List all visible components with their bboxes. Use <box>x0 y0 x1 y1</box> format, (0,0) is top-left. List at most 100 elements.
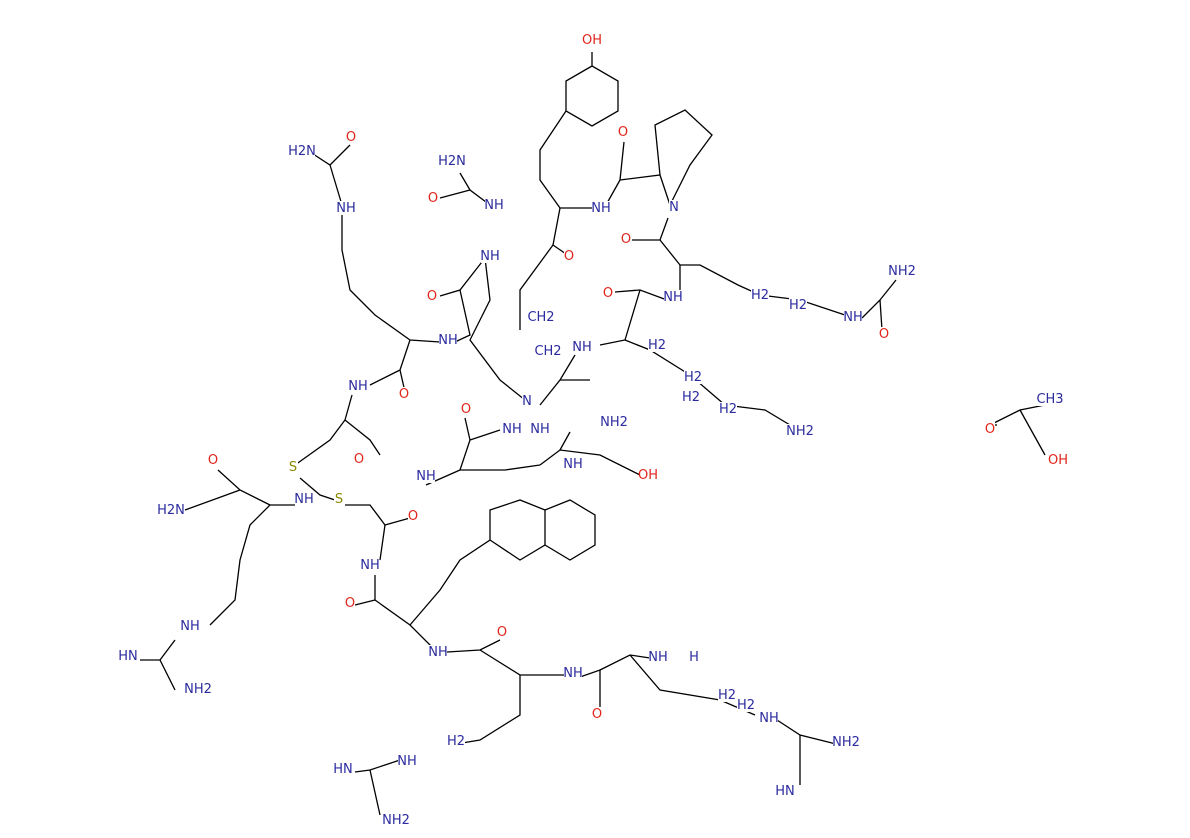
bond <box>654 109 713 206</box>
label-background <box>583 33 601 47</box>
label-background <box>399 387 409 401</box>
label-background <box>429 645 447 659</box>
label-background <box>833 735 859 749</box>
label-background <box>481 249 499 263</box>
atom-label: H2 <box>682 390 700 405</box>
bond <box>299 477 336 501</box>
label-background <box>535 344 561 358</box>
bond <box>776 719 841 746</box>
bond <box>565 52 619 127</box>
label-background <box>664 290 682 304</box>
bond <box>861 279 897 319</box>
atom-label: HN <box>333 762 353 777</box>
bond <box>345 504 411 526</box>
atom-label: H2 <box>751 288 769 303</box>
atom-label: NH <box>572 340 592 355</box>
bond <box>605 141 625 206</box>
label-background <box>428 191 438 205</box>
label-background <box>337 201 355 215</box>
bond <box>659 239 846 316</box>
atom-label: H2 <box>737 698 755 713</box>
label-background <box>119 649 137 663</box>
atom-label: NH <box>759 711 779 726</box>
label-background <box>889 264 915 278</box>
label-background <box>682 390 700 404</box>
label-background <box>334 492 344 506</box>
atom-label: NH <box>663 290 683 305</box>
bond <box>140 639 176 661</box>
atom-label: H2N <box>438 154 466 169</box>
atom-label: NH <box>336 201 356 216</box>
bond <box>159 659 176 691</box>
label-background <box>603 286 613 300</box>
bond <box>552 207 567 255</box>
atom-label: O <box>985 422 995 437</box>
atom-label: NH <box>438 333 458 348</box>
atom-label: H2 <box>447 734 465 749</box>
bond <box>344 419 381 456</box>
bond <box>544 499 596 561</box>
atom-label: O <box>346 130 356 145</box>
atom-label: NH <box>591 201 611 216</box>
atom-label: NH <box>428 645 448 660</box>
bond <box>439 257 486 297</box>
label-background <box>776 784 794 798</box>
label-background <box>417 469 435 483</box>
atom-label: NH2 <box>600 415 628 430</box>
label-background <box>684 370 702 384</box>
label-background <box>334 762 352 776</box>
bond <box>329 164 343 206</box>
label-background <box>751 288 769 302</box>
label-background <box>718 688 736 702</box>
atom-label: S <box>289 460 297 475</box>
atom-label: H2 <box>719 402 737 417</box>
bond <box>464 417 471 441</box>
label-background <box>737 698 755 712</box>
atom-label: NH <box>294 492 314 507</box>
atom-label: O <box>618 125 628 140</box>
bond <box>539 110 596 209</box>
atom-label: O <box>497 625 507 640</box>
label-background <box>383 813 409 827</box>
bond <box>449 649 521 746</box>
bond <box>624 339 796 429</box>
atom-label: OH <box>1048 453 1068 468</box>
atom-label: N <box>669 200 679 215</box>
atom-label: NH <box>563 457 583 472</box>
atom-label: OH <box>638 468 658 483</box>
label-background <box>447 734 465 748</box>
bond <box>446 639 501 653</box>
label-background <box>349 379 367 393</box>
atom-label: NH2 <box>888 264 916 279</box>
atom-label: NH2 <box>832 735 860 750</box>
atom-label: NH <box>480 249 500 264</box>
atom-label: S <box>335 492 343 507</box>
bond <box>294 394 353 466</box>
bond <box>354 575 376 606</box>
label-background <box>648 338 666 352</box>
atom-label: O <box>879 327 889 342</box>
atom-label: N <box>522 394 532 409</box>
label-background <box>361 558 379 572</box>
atom-label: NH <box>530 422 550 437</box>
bond <box>632 217 669 241</box>
label-background <box>564 249 574 263</box>
label-background <box>439 333 457 347</box>
label-background <box>398 754 416 768</box>
atom-label: HN <box>118 649 138 664</box>
atom-label: H2 <box>648 338 666 353</box>
atom-label: HN <box>775 784 795 799</box>
bond <box>374 599 436 651</box>
bond <box>354 759 401 773</box>
atom-label: O <box>621 232 631 247</box>
label-background <box>564 666 582 680</box>
atom-label: NH <box>484 198 504 213</box>
atom-label: O <box>564 249 574 264</box>
atom-label: O <box>354 452 364 467</box>
atom-label: O <box>399 387 409 402</box>
bond <box>614 289 668 301</box>
bond <box>579 669 601 712</box>
label-background <box>531 422 549 436</box>
bond <box>599 654 651 671</box>
